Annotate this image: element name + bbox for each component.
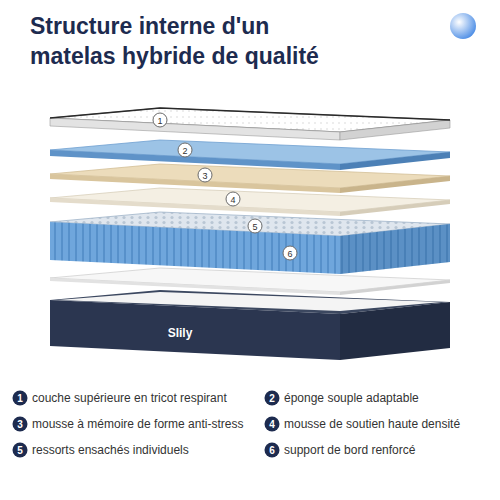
brand-logo: Slily — [168, 326, 193, 340]
layer-3 — [50, 164, 450, 193]
layer-1 — [50, 108, 450, 140]
layer-4 — [50, 188, 450, 216]
title: Structure interne d'un matelas hybride d… — [30, 12, 330, 72]
brand-dot — [450, 13, 476, 39]
sheet-front — [50, 278, 340, 295]
layer-4-side — [340, 200, 450, 216]
list-number: 2 — [265, 391, 280, 406]
list-text: couche supérieure en tricot respirant — [32, 391, 227, 405]
sheet-side — [340, 280, 450, 295]
list-text: mousse à mémoire de forme anti-stress — [32, 417, 243, 431]
list-text: support de bord renforcé — [284, 443, 415, 457]
layer-1-front — [50, 118, 340, 140]
list-number: 3 — [13, 417, 28, 432]
spring-side-shade — [340, 224, 450, 274]
list-number: 4 — [265, 417, 280, 432]
list-number: 5 — [13, 443, 28, 458]
layer-3-front — [50, 174, 340, 193]
callout-number: 2 — [178, 143, 193, 158]
spring-front — [50, 222, 340, 274]
layer-2 — [50, 140, 450, 170]
list-number: 6 — [265, 443, 280, 458]
layer-2-front — [50, 150, 340, 170]
layer-1-edge — [50, 108, 450, 120]
layer-1-side — [340, 120, 450, 140]
base-side — [340, 302, 450, 360]
callout-number: 6 — [283, 246, 298, 261]
base-layer — [50, 290, 450, 360]
list-text: éponge souple adaptable — [284, 391, 419, 405]
layer-3-side — [340, 176, 450, 193]
callout-number: 4 — [226, 192, 241, 207]
callout-number: 5 — [248, 219, 263, 234]
spring-layer — [50, 212, 450, 274]
base-cover — [58, 292, 442, 311]
list-text: ressorts ensachés individuels — [32, 443, 189, 457]
list-number: 1 — [13, 391, 28, 406]
list-text: mousse de soutien haute densité — [284, 417, 460, 431]
sheet-layer — [50, 268, 450, 295]
callout-number: 1 — [153, 113, 168, 128]
callout-number: 3 — [198, 168, 213, 183]
layer-4-front — [50, 198, 340, 216]
spring-side — [340, 224, 450, 274]
layer-2-side — [340, 152, 450, 170]
